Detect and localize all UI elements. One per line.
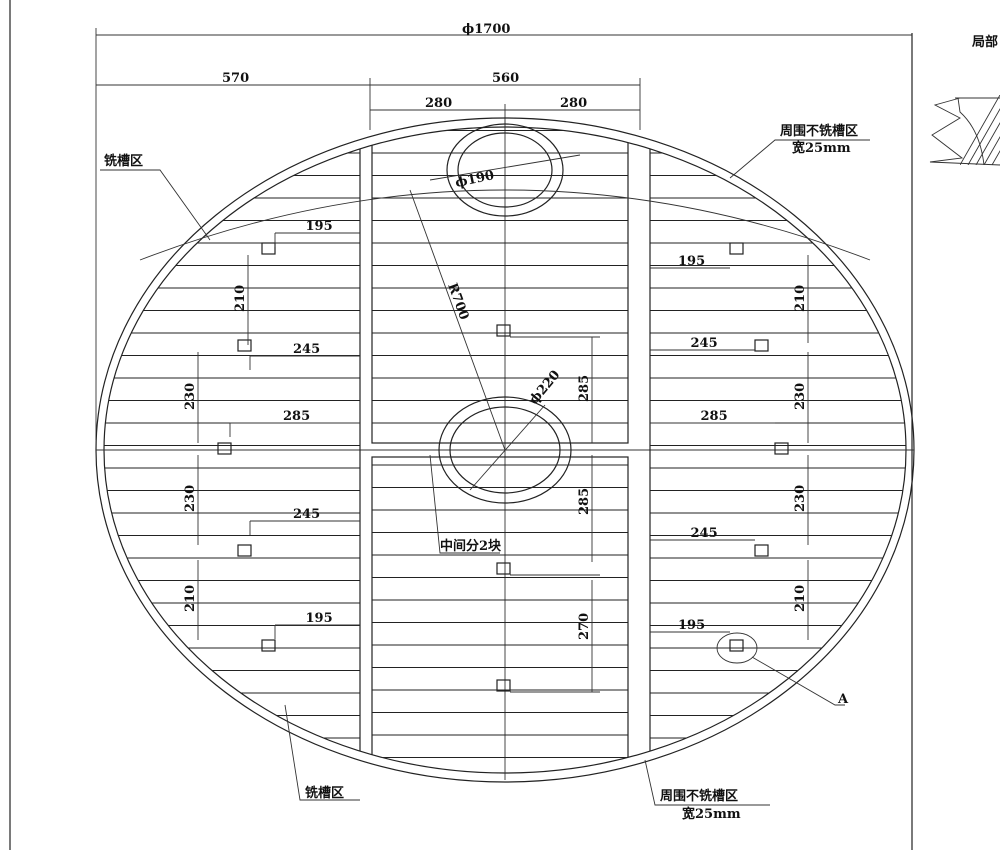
milled-zone-top-leader (100, 169, 211, 241)
detail-marker-label: A (837, 692, 849, 707)
middle-width-label: 560 (492, 71, 519, 86)
slot-marker (217, 442, 232, 455)
left-vertical-dim: 230 (183, 383, 198, 410)
slot-marker (496, 324, 511, 337)
radius-leader (409, 189, 506, 451)
left-horizontal-dim: 245 (293, 342, 320, 357)
border-zone-bottom-label: 周围不铣槽区 (660, 788, 738, 804)
slot-marker (261, 242, 276, 255)
right-horizontal-dim: 245 (691, 336, 718, 351)
slot-marker (754, 339, 769, 352)
left-horizontal-dim: 285 (283, 409, 310, 424)
right-horizontal-dim: 285 (701, 409, 728, 424)
right-vertical-dim: 230 (793, 383, 808, 410)
middle-vertical-dim: 285 (577, 375, 592, 402)
slot-marker (237, 339, 252, 352)
milled-slots (104, 130, 906, 761)
left-width-label: 570 (222, 71, 249, 86)
border-width-bottom-label: 宽25mm (681, 806, 741, 822)
detail-view (929, 95, 1000, 166)
border-zone-top-leader (729, 139, 870, 179)
detail-hatch-line (975, 122, 1000, 165)
slot-marker (774, 442, 789, 455)
milled-zone-bottom-leader (284, 704, 360, 801)
border-zone-top-label: 周围不铣槽区 (780, 123, 858, 139)
left-vertical-dim: 210 (233, 285, 248, 312)
left-horizontal-dim: 195 (306, 611, 333, 626)
detail-leader (751, 656, 845, 706)
left-horizontal-dim: 245 (293, 507, 320, 522)
left-vertical-dim: 230 (183, 485, 198, 512)
right-vertical-dim: 210 (793, 585, 808, 612)
center-hole-outer (438, 396, 572, 504)
overall-diameter-label: ϕ1700 (462, 22, 510, 37)
top-dimensions (95, 28, 912, 440)
top-hole-inner (457, 132, 553, 208)
slot-marker (729, 639, 744, 652)
slot-marker (237, 544, 252, 557)
left-horizontal-dim: 195 (306, 219, 333, 234)
right-vertical-dim: 210 (793, 285, 808, 312)
right-horizontal-dim: 195 (678, 618, 705, 633)
middle-half-right-label: 280 (560, 96, 587, 111)
slot-markers (217, 242, 789, 692)
block-outlines (104, 127, 906, 773)
middle-vertical-dim: 270 (577, 613, 592, 640)
detail-hatch-line (960, 95, 1000, 165)
detail-hatch-line (983, 136, 1000, 165)
border-width-top-label: 宽25mm (791, 140, 851, 156)
slot-marker (754, 544, 769, 557)
detail-hatch-line (967, 108, 1000, 165)
center-hole-label: ϕ220 (527, 368, 564, 408)
detail-circle (716, 632, 758, 664)
slot-dimensions: 195 245 285 245 195 210 230 230 210 195 245 285 245 1… (183, 219, 809, 693)
milled-zone-bottom-label: 铣槽区 (305, 785, 344, 801)
left-vertical-dim: 210 (183, 585, 198, 612)
middle-half-left-label: 280 (425, 96, 452, 111)
top-hole-outer (446, 123, 564, 217)
right-horizontal-dim: 245 (691, 526, 718, 541)
milled-zone-top-label: 铣槽区 (104, 153, 143, 169)
slot-marker (261, 639, 276, 652)
detail-title: 局部 (972, 34, 998, 50)
right-horizontal-dim: 195 (678, 254, 705, 269)
center-hole-inner (449, 406, 561, 494)
slot-marker (729, 242, 744, 255)
border-zone-bottom-leader (644, 759, 770, 806)
middle-split-leader (429, 454, 500, 554)
top-hole-label: ϕ190 (454, 168, 496, 191)
detail-hatch-line (991, 150, 1000, 165)
slot-marker (496, 679, 511, 692)
radius-label: R700 (444, 281, 471, 322)
slot-marker (496, 562, 511, 575)
middle-split-label: 中间分2块 (440, 538, 502, 554)
right-vertical-dim: 230 (793, 485, 808, 512)
middle-vertical-dim: 285 (577, 488, 592, 515)
